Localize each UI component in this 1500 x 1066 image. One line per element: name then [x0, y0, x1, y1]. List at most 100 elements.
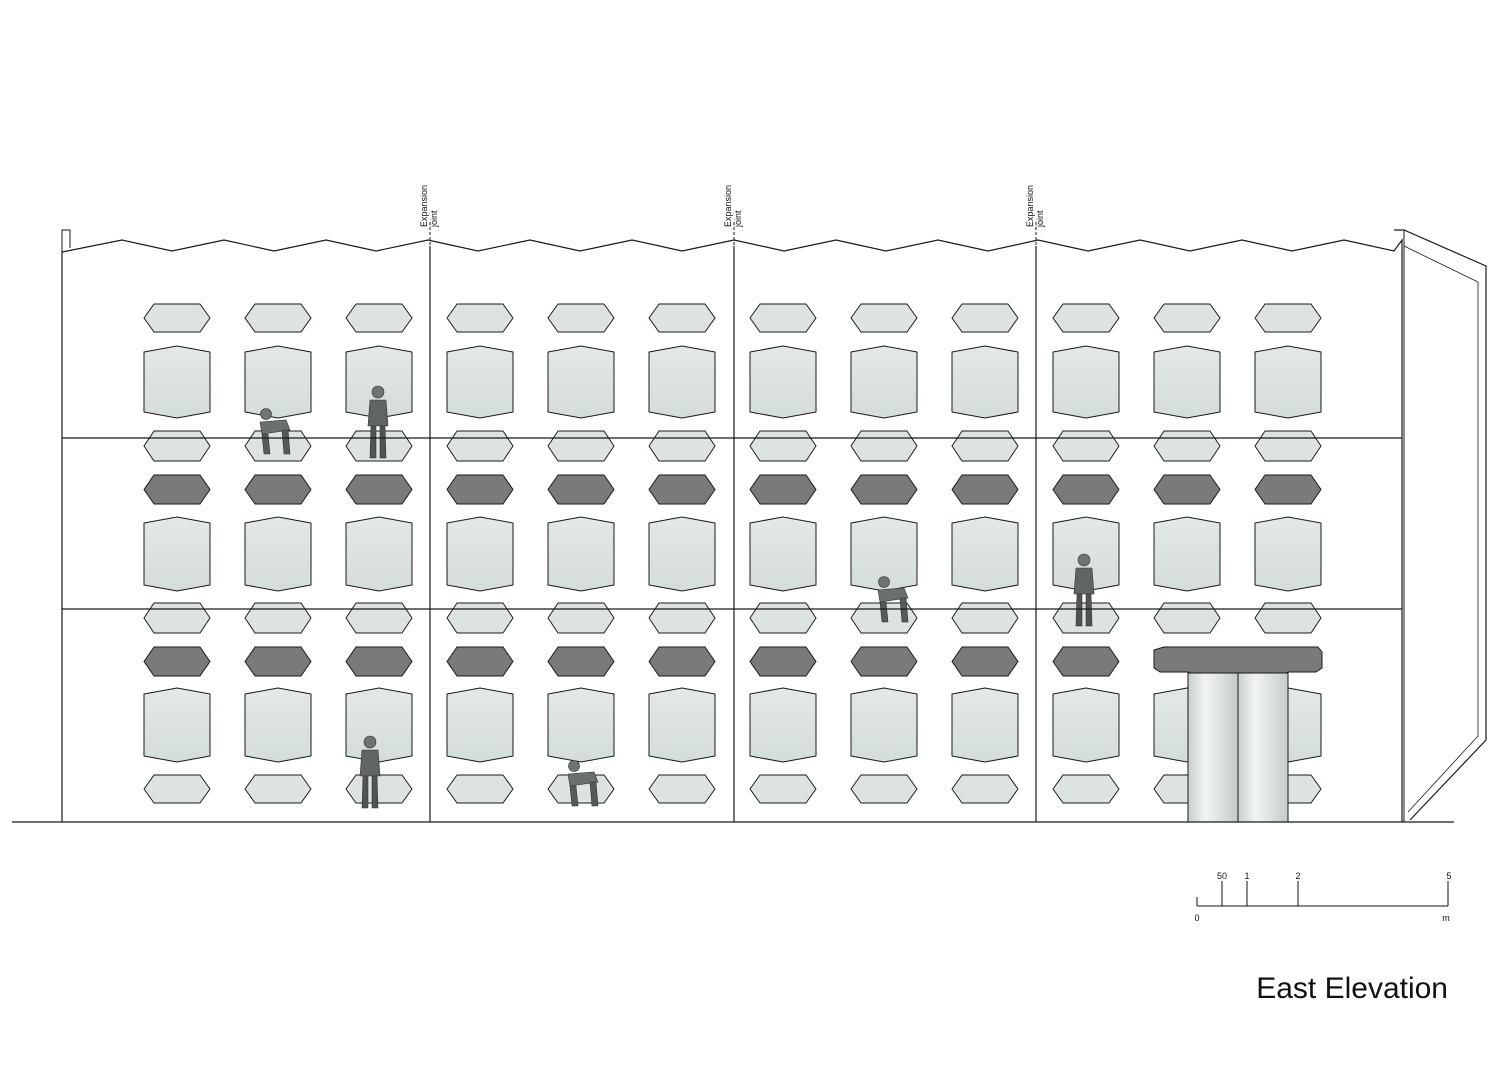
- expansion-joint-label-1: Expansion joint: [419, 185, 439, 228]
- window-r4-c2: [244, 474, 312, 505]
- window-r5-c6: [648, 516, 716, 592]
- window-r3-c2: [244, 430, 312, 462]
- scale-bar-label-5: 5: [1446, 871, 1451, 881]
- expansion-joint-label-2-line2: joint: [733, 210, 743, 228]
- window-r3-c11: [1153, 430, 1221, 462]
- window-r5-c4: [446, 516, 514, 592]
- window-r4-c8: [850, 474, 918, 505]
- scale-bar-label-0: 0: [1194, 913, 1199, 923]
- window-r5-c9: [951, 516, 1019, 592]
- window-r4-c12: [1254, 474, 1322, 505]
- person-6-legs: [569, 781, 599, 807]
- window-r3-c6: [648, 430, 716, 462]
- window-r3-c9: [951, 430, 1019, 462]
- window-r7-c5: [547, 646, 615, 677]
- window-r1-c10: [1052, 303, 1120, 333]
- window-r3-c3: [345, 430, 413, 462]
- entrance-canopy: [1153, 646, 1323, 823]
- window-r1-c1: [143, 303, 211, 333]
- scale-bar-label-m: m: [1442, 913, 1450, 923]
- window-r3-c5: [547, 430, 615, 462]
- window-r4-c4: [446, 474, 514, 505]
- window-r9-c9: [951, 774, 1019, 804]
- person-1-legs: [369, 425, 387, 459]
- window-r1-c3: [345, 303, 413, 333]
- person-1-head: [371, 385, 385, 399]
- side-wing-outline: [1394, 229, 1487, 821]
- window-r6-c9: [951, 602, 1019, 634]
- drawing-title: East Elevation: [1256, 972, 1448, 1005]
- scale-bar: 50 1 2 5 0 m: [1194, 871, 1451, 923]
- expansion-joint-label-3-line2: joint: [1035, 210, 1045, 228]
- window-r6-c6: [648, 602, 716, 634]
- window-r4-c7: [749, 474, 817, 505]
- side-wing-inner: [1403, 245, 1479, 813]
- person-3-head: [1077, 553, 1091, 567]
- person-4-legs: [879, 597, 909, 623]
- window-r6-c7: [749, 602, 817, 634]
- expansion-joint-label-3-line1: Expansion: [1025, 185, 1035, 227]
- window-r6-c1: [143, 602, 211, 634]
- facade-outline: [12, 222, 1487, 823]
- scale-bar-label-1: 1: [1244, 871, 1249, 881]
- person-2-legs: [261, 429, 291, 455]
- window-r9-c8: [850, 774, 918, 804]
- window-r2-c3: [345, 345, 413, 419]
- window-r6-c12: [1254, 602, 1322, 634]
- entrance-door-left: [1187, 672, 1239, 823]
- scale-bar-label-50: 50: [1217, 871, 1227, 881]
- window-r9-c2: [244, 774, 312, 804]
- window-r1-c5: [547, 303, 615, 333]
- window-r5-c12: [1254, 516, 1322, 592]
- window-r4-c9: [951, 474, 1019, 505]
- window-r7-c2: [244, 646, 312, 677]
- window-r9-c7: [749, 774, 817, 804]
- window-r8-c5: [547, 687, 615, 763]
- person-3: [1073, 553, 1095, 627]
- window-r5-c3: [345, 516, 413, 592]
- window-r1-c4: [446, 303, 514, 333]
- window-r7-c8: [850, 646, 918, 677]
- window-panels: [143, 303, 1322, 804]
- person-1-torso: [367, 399, 389, 427]
- window-r8-c9: [951, 687, 1019, 763]
- window-r9-c10: [1052, 774, 1120, 804]
- window-r2-c11: [1153, 345, 1221, 419]
- window-r3-c4: [446, 430, 514, 462]
- window-r5-c2: [244, 516, 312, 592]
- window-r3-c8: [850, 430, 918, 462]
- window-r2-c2: [244, 345, 312, 419]
- window-r2-c4: [446, 345, 514, 419]
- window-r2-c6: [648, 345, 716, 419]
- person-2-head: [260, 408, 272, 420]
- window-r7-c10: [1052, 646, 1120, 677]
- window-r2-c8: [850, 345, 918, 419]
- window-r1-c7: [749, 303, 817, 333]
- person-6: [567, 760, 599, 807]
- window-r6-c2: [244, 602, 312, 634]
- window-r4-c1: [143, 474, 211, 505]
- entrance-canopy-slab: [1153, 646, 1323, 695]
- window-r8-c1: [143, 687, 211, 763]
- window-r2-c9: [951, 345, 1019, 419]
- window-r1-c8: [850, 303, 918, 333]
- window-r7-c1: [143, 646, 211, 677]
- person-4-head: [878, 576, 890, 588]
- expansion-joint-label-1-line1: Expansion: [419, 185, 429, 227]
- window-r2-c12: [1254, 345, 1322, 419]
- person-4: [877, 576, 909, 623]
- window-r6-c11: [1153, 602, 1221, 634]
- person-5-torso: [359, 749, 381, 777]
- window-r8-c4: [446, 687, 514, 763]
- window-r1-c12: [1254, 303, 1322, 333]
- window-r8-c8: [850, 687, 918, 763]
- window-r1-c11: [1153, 303, 1221, 333]
- window-r6-c5: [547, 602, 615, 634]
- person-5-legs: [361, 775, 379, 809]
- window-r5-c7: [749, 516, 817, 592]
- human-figures: [259, 385, 1095, 809]
- person-6-head: [568, 760, 580, 772]
- window-r4-c3: [345, 474, 413, 505]
- window-r8-c3: [345, 687, 413, 763]
